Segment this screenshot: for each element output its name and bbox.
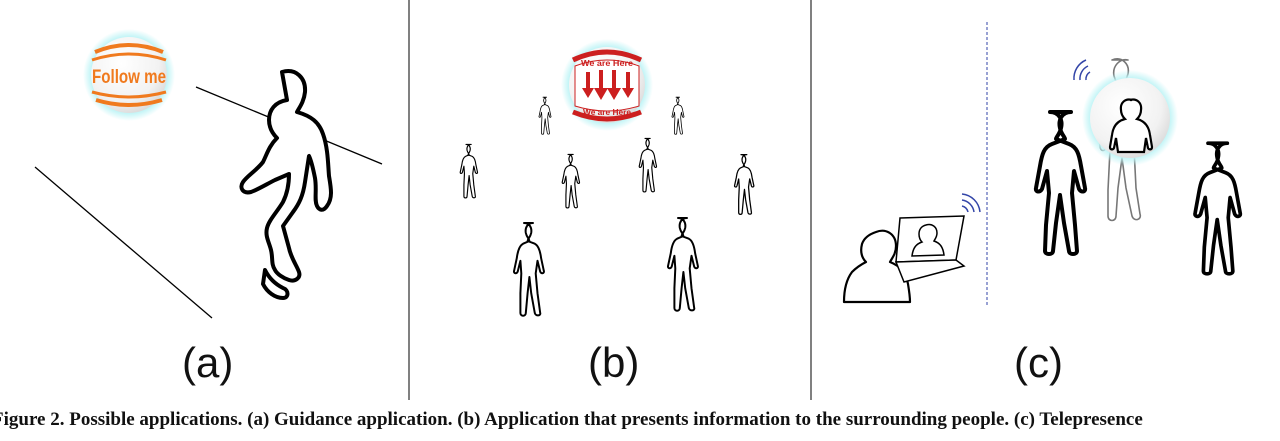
panel-label-b: (b): [588, 339, 640, 386]
panel-label-a: (a): [182, 339, 234, 386]
figure-caption: Figure 2. Possible applications. (a) Gui…: [0, 409, 1143, 430]
crowd-person: [459, 143, 479, 199]
walking-person-figure: [239, 69, 333, 300]
crowd-person: [512, 222, 545, 317]
sphere-text-follow-me: Follow me: [92, 67, 166, 88]
signal-icon-laptop: [961, 193, 981, 213]
sphere-text-bottom: We are Here: [583, 108, 632, 117]
crowd-person: [561, 153, 581, 209]
red-info-sphere: We are Here We are Here: [561, 39, 653, 131]
remote-user-figure: [842, 229, 912, 304]
local-person-left: [1033, 110, 1088, 256]
panel-a-scene: Follow me: [34, 29, 383, 319]
path-line-lower: [34, 166, 213, 319]
crowd-person: [733, 153, 755, 215]
local-person-right: [1193, 141, 1243, 276]
crowd-person: [666, 217, 699, 312]
panel-b-scene: We are Here We are Here: [459, 39, 755, 317]
sphere-text-top: We are Here: [581, 59, 634, 68]
panel-c-scene: [842, 22, 1243, 306]
crowd-person: [638, 137, 658, 193]
crowd-person: [671, 96, 685, 135]
telepresence-sphere: [1082, 70, 1178, 166]
laptop-icon: [894, 215, 966, 283]
crowd-person: [538, 96, 552, 135]
signal-icon-sphere: [1073, 59, 1091, 81]
panel-label-c: (c): [1014, 339, 1063, 386]
follow-me-sphere: Follow me: [83, 29, 175, 121]
